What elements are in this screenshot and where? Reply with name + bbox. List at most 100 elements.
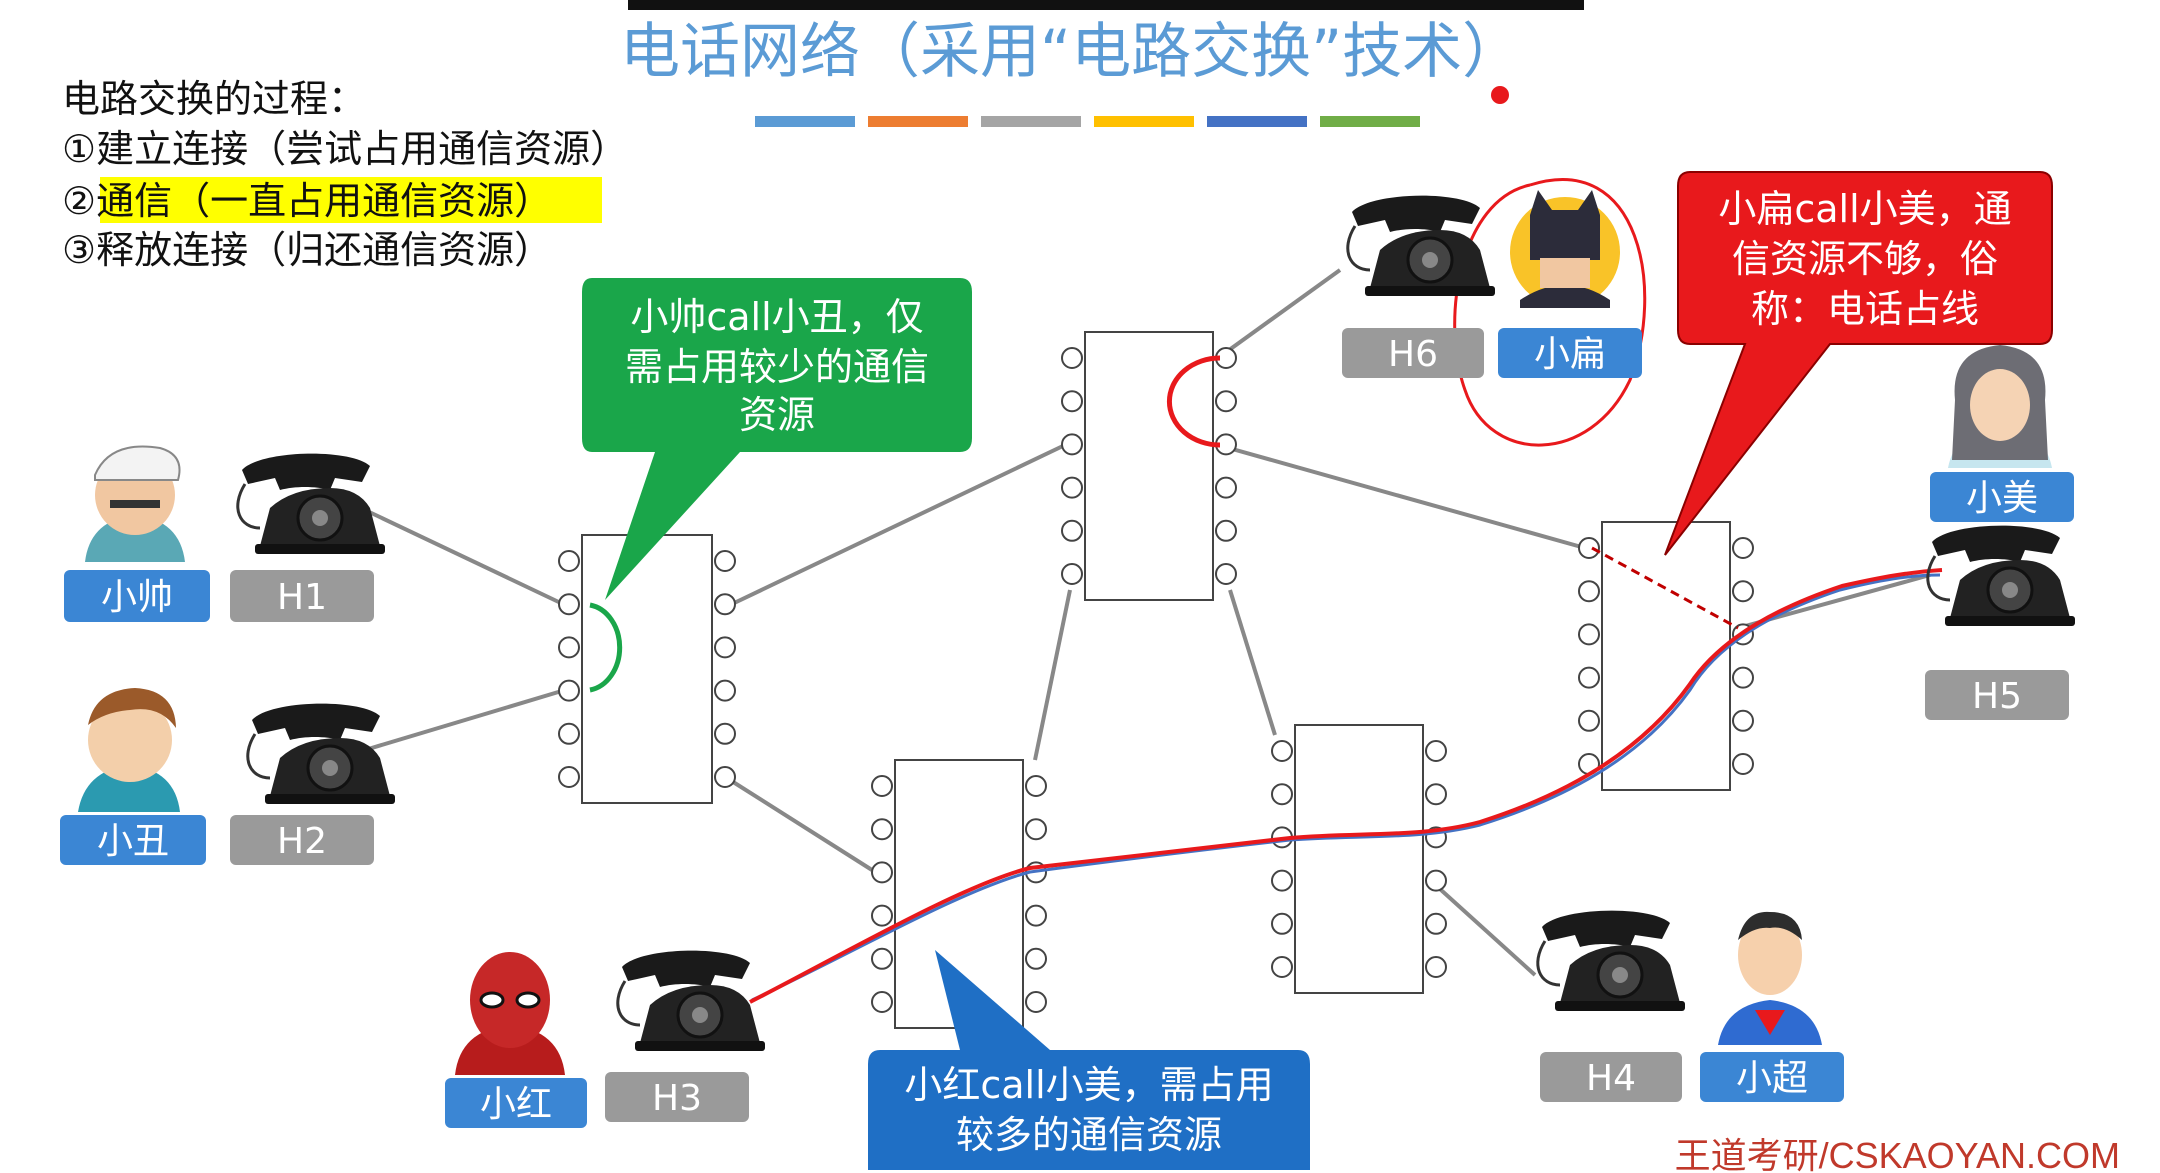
switch-port: [1061, 519, 1083, 542]
switch-port: [871, 861, 893, 884]
switch-port: [1578, 623, 1600, 646]
switch-2: [1084, 331, 1214, 601]
palette-swatch: [1094, 116, 1194, 127]
callout-red: 小扁call小美，通 信资源不够，俗 称：电话占线: [1664, 171, 2053, 556]
label-xiaohong-text: 小红: [480, 1084, 552, 1125]
label-h6: [1342, 328, 1484, 378]
switch-port: [1061, 390, 1083, 413]
label-xiaochao: [1700, 1052, 1844, 1102]
label-h5-text: H5: [1972, 676, 2022, 717]
switch-port: [1578, 666, 1600, 689]
switch-port: [714, 550, 736, 572]
callout-green-line-2: 需占用较少的通信: [625, 345, 929, 389]
switch-port: [1732, 709, 1754, 732]
switch-port: [714, 722, 736, 745]
laser-pointer-dot: [1491, 86, 1509, 104]
switch-port: [1025, 947, 1047, 970]
switch-4: [1294, 724, 1424, 994]
switch-port: [1271, 783, 1293, 806]
switch-port: [1425, 740, 1447, 762]
labels: 小帅 H1 小丑 H2 小红 H3 H6 小扁 小美 H5 H4 小超: [60, 328, 2074, 1128]
callout-red-line-1: 小扁call小美，通: [1718, 187, 2011, 231]
switch-port: [1425, 783, 1447, 806]
switch-port: [1732, 580, 1754, 603]
switch-port: [1425, 912, 1447, 935]
phone-h4-icon: [1536, 909, 1687, 1013]
switch-ports: [558, 347, 1754, 1013]
avatar-xiaochao-icon: [1718, 911, 1822, 1045]
palette-swatch: [868, 116, 968, 127]
switch-port: [558, 722, 580, 745]
phone-h6-icon: [1346, 194, 1497, 298]
callout-green: 小帅call小丑，仅 需占用较少的通信 资源: [582, 278, 972, 600]
blocked-circuit: [1591, 546, 1739, 630]
switch-1: [581, 534, 713, 804]
callout-red-line-2: 信资源不够，俗: [1732, 237, 1998, 281]
switch-port: [1271, 956, 1293, 978]
avatar-xiaobian-icon: [1510, 190, 1620, 308]
wire-s2-s4: [1228, 589, 1277, 736]
switch-port: [1025, 991, 1047, 1013]
step-2: ②通信（一直占用通信资源）: [62, 179, 552, 223]
switch-port: [871, 947, 893, 970]
callout-blue-line-2: 较多的通信资源: [956, 1113, 1222, 1157]
callout-red-line-3: 称：电话占线: [1751, 287, 1979, 331]
switch-port: [1215, 390, 1237, 413]
phone-h5-icon: [1926, 524, 2077, 628]
green-circuit: [589, 602, 623, 693]
switch-port: [1425, 956, 1447, 978]
switch-port: [1425, 869, 1447, 892]
switch-port: [871, 818, 893, 841]
label-h2: [230, 815, 374, 865]
switch-port: [1061, 476, 1083, 499]
avatar-xiaoshuai-icon: [85, 445, 185, 562]
switch-port: [871, 904, 893, 927]
top-bar: [628, 0, 1584, 10]
step-2-highlight: [100, 177, 602, 223]
switch-port: [1732, 666, 1754, 689]
switch-port: [1061, 563, 1083, 585]
switch-port: [714, 679, 736, 702]
step-3: ③释放连接（归还通信资源）: [62, 228, 552, 272]
switch-port: [1215, 563, 1237, 585]
label-xiaochou: [60, 815, 206, 865]
phone-h3-icon: [616, 949, 767, 1053]
switch-port: [1215, 519, 1237, 542]
wire-s1-s2: [729, 443, 1066, 607]
label-xiaohong: [445, 1078, 587, 1128]
switch-port: [558, 593, 580, 616]
label-xiaomei: [1930, 472, 2074, 522]
page-title: 电话网络（采用“电路交换”技术）: [620, 17, 1522, 87]
palette-swatch: [755, 116, 855, 127]
switch-port: [1061, 433, 1083, 456]
label-h5: [1925, 670, 2069, 720]
callout-green-line-3: 资源: [739, 393, 815, 437]
switch-port: [1578, 537, 1600, 559]
switch-port: [1061, 347, 1083, 369]
label-h1-text: H1: [277, 577, 327, 618]
switch-port: [871, 991, 893, 1013]
label-xiaoshuai-text: 小帅: [101, 577, 173, 618]
wire-h2-s1: [364, 688, 566, 752]
label-h6-text: H6: [1388, 334, 1438, 375]
callout-blue: 小红call小美，需占用 较多的通信资源: [868, 950, 1310, 1170]
switch-port: [1215, 476, 1237, 499]
switch-port: [871, 775, 893, 797]
switch-port: [1578, 709, 1600, 732]
palette-swatch: [1320, 116, 1420, 127]
switch-port: [714, 593, 736, 616]
switch-port: [1271, 740, 1293, 762]
avatar-xiaohong-icon: [455, 952, 565, 1075]
wire-h1-s1: [364, 508, 566, 607]
label-h3-text: H3: [652, 1078, 702, 1119]
switch-port: [714, 766, 736, 788]
avatar-xiaomei-icon: [1948, 345, 2052, 468]
label-h2-text: H2: [277, 821, 327, 862]
label-xiaochao-text: 小超: [1736, 1058, 1808, 1099]
callout-blue-line-1: 小红call小美，需占用: [904, 1063, 1273, 1107]
color-palette: [755, 116, 1420, 127]
steps-heading: 电路交换的过程：: [62, 77, 366, 121]
switch-port: [1271, 912, 1293, 935]
